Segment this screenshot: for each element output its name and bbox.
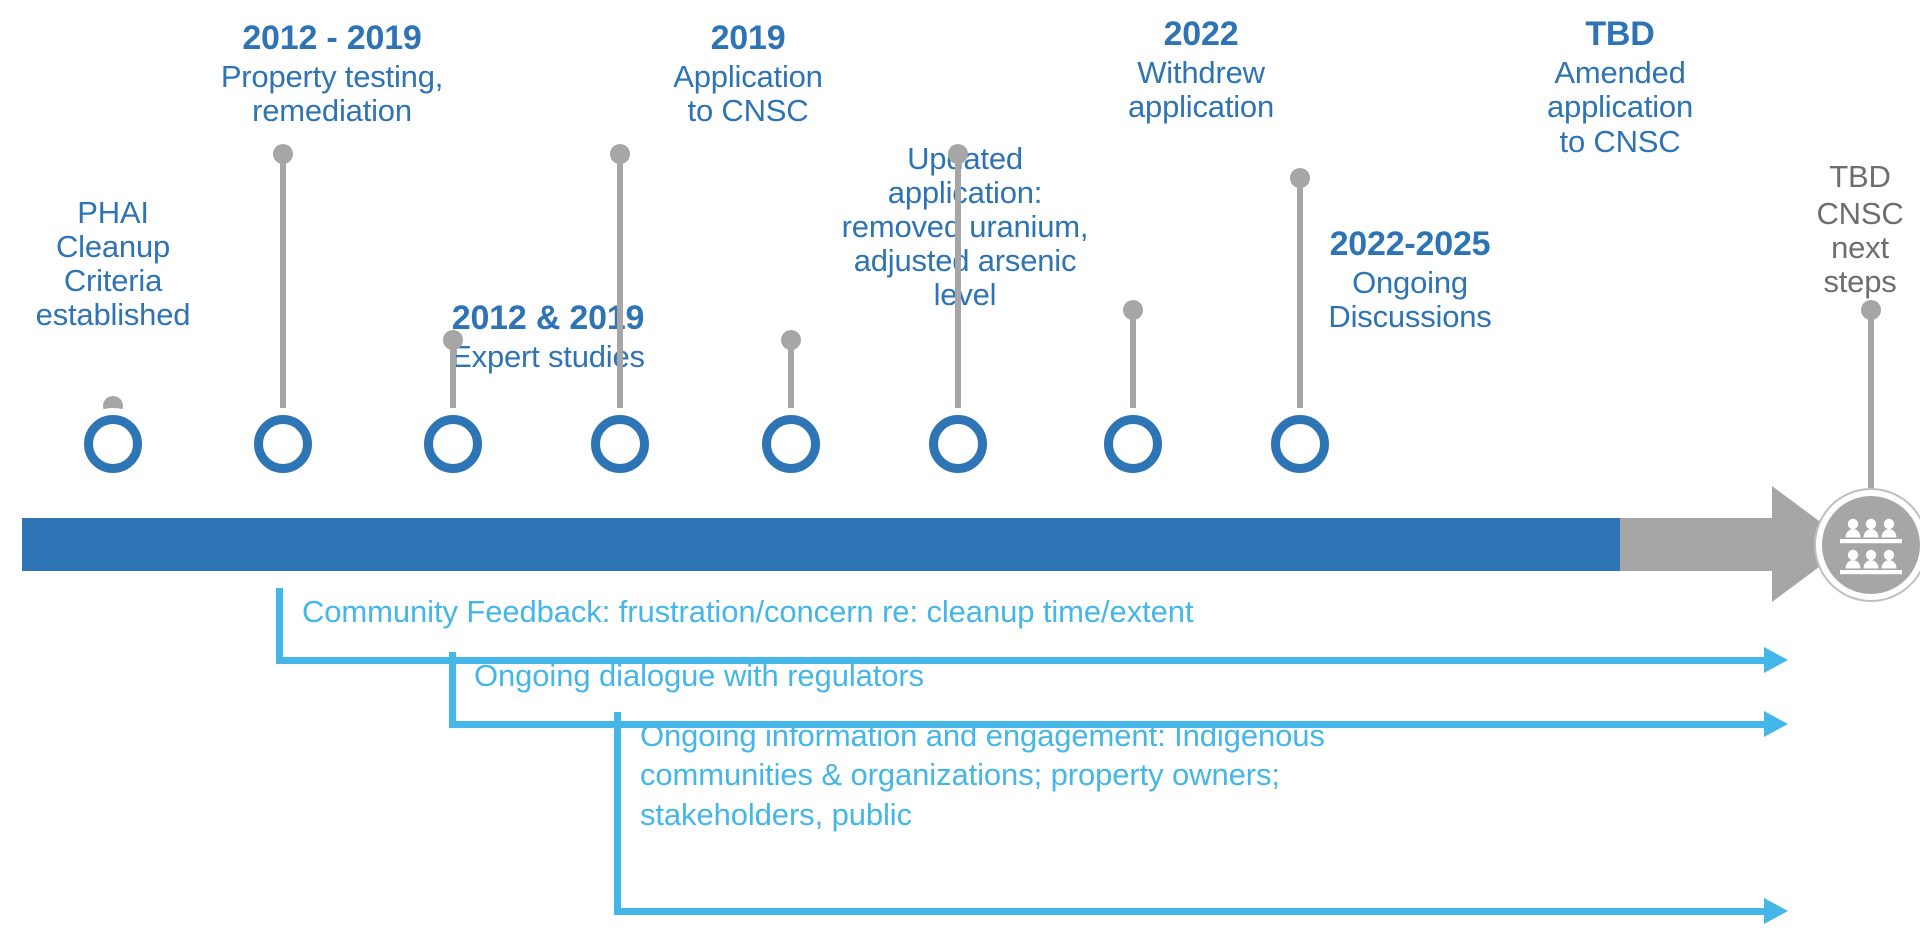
engagement-bracket-horizontal [276, 657, 1766, 664]
engagement-label: Ongoing dialogue with regulators [474, 658, 925, 693]
milestone-desc: Updatedapplication:removed uranium,adjus… [841, 141, 1089, 313]
milestone-desc: Property testing,remediation [220, 59, 444, 129]
milestone-label-property-testing: 2012 - 2019 Property testing,remediation [172, 19, 492, 129]
stem-cnsc-next-steps [1868, 310, 1874, 496]
milestone-date: 2012 & 2019 [451, 299, 645, 337]
engagement-arrowhead-icon [1764, 711, 1788, 737]
timeline-arrow-shaft [1620, 518, 1780, 571]
stem-updated-application [788, 340, 794, 466]
timeline-node-ongoing-discussions[interactable] [1097, 408, 1169, 480]
timeline-node-property-testing[interactable] [247, 408, 319, 480]
milestone-date: 2022 [1163, 15, 1239, 53]
stem-ongoing-discussions [1130, 310, 1136, 466]
node-ring-icon [1271, 415, 1329, 473]
timeline-node-expert-studies[interactable] [417, 408, 489, 480]
timeline-node-application-to-cnsc[interactable] [584, 408, 656, 480]
engagement-bracket-vertical [614, 712, 621, 915]
milestone-date: 2019 [710, 19, 786, 57]
node-ring-icon [1104, 415, 1162, 473]
stem-withdrew-application [955, 154, 961, 466]
engagement-bracket-vertical [449, 652, 456, 728]
milestone-date: 2022-2025 [1329, 225, 1491, 263]
node-ring-icon [929, 415, 987, 473]
milestone-date: TBD [1585, 15, 1655, 53]
timeline-node-phai-cleanup-criteria[interactable] [77, 408, 149, 480]
milestone-label-expert-studies: 2012 & 2019 Expert studies [404, 299, 692, 375]
node-ring-icon [424, 415, 482, 473]
stem-property-testing [280, 154, 286, 466]
panel-icon-glyph [1840, 518, 1902, 575]
timeline-node-amended-application[interactable] [1264, 408, 1336, 480]
engagement-label: Ongoing information and engagement: Indi… [640, 718, 1325, 832]
people-panel-icon[interactable] [1814, 488, 1920, 602]
engagement-arrowhead-icon [1764, 647, 1788, 673]
engagement-bracket-horizontal [449, 721, 1766, 728]
node-ring-icon [254, 415, 312, 473]
timeline-node-withdrew-application[interactable] [922, 408, 994, 480]
panel-icon-background [1822, 496, 1920, 594]
node-ring-icon [591, 415, 649, 473]
stem-amended-application [1297, 178, 1303, 466]
milestone-desc: Expert studies [451, 339, 645, 375]
milestone-date: 2012 - 2019 [242, 19, 422, 57]
engagement-bracket-vertical [276, 588, 283, 664]
node-ring-icon [84, 415, 142, 473]
engagement-arrowhead-icon [1764, 898, 1788, 924]
milestone-date: TBD [1829, 159, 1891, 194]
node-ring-icon [762, 415, 820, 473]
engagement-bracket-horizontal [614, 908, 1766, 915]
stem-application-to-cnsc [617, 154, 623, 466]
stem-expert-studies [450, 340, 456, 466]
engagement-label: Community Feedback: frustration/concern … [302, 594, 1194, 629]
timeline-node-updated-application[interactable] [755, 408, 827, 480]
milestone-label-updated-application: Updatedapplication:removed uranium,adjus… [800, 141, 1130, 313]
timeline-bar [22, 518, 1635, 571]
